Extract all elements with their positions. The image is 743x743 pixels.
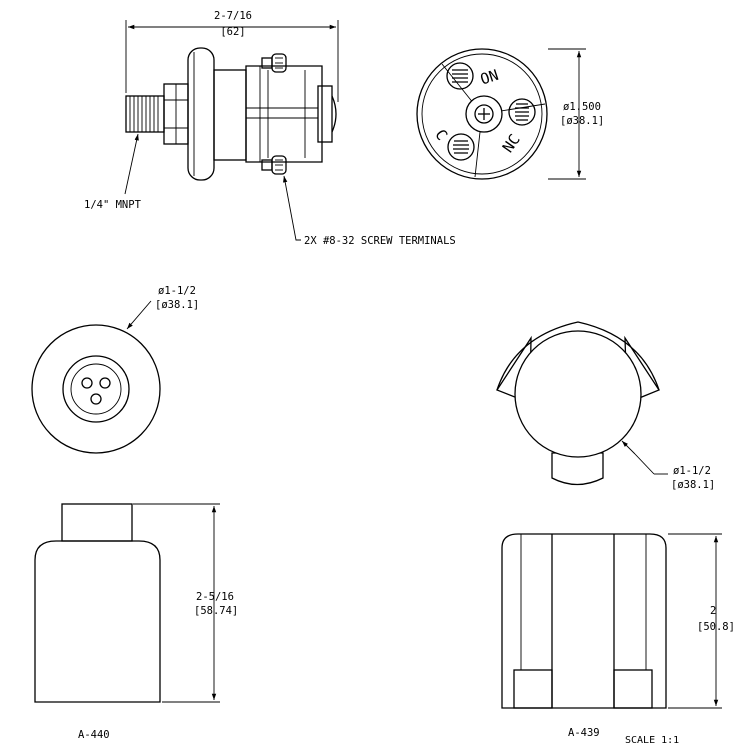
a440-top-view: ø1-1/2 [ø38.1] [31, 285, 199, 454]
screw-terminal-bottom [261, 155, 287, 175]
a440-height-mm: [58.74] [194, 605, 238, 617]
a439-top-view: ø1-1/2 [ø38.1] [496, 321, 715, 491]
a439-diameter-mm: [ø38.1] [671, 479, 715, 491]
switch-flange [187, 47, 215, 181]
terminal-screw-icon [508, 98, 536, 126]
a439-side-view: 2 [50.8] A-439 [501, 533, 735, 739]
a440-hole [99, 377, 111, 389]
end-view-diameter-inches: ø1.500 [563, 101, 601, 113]
a440-hole [81, 377, 93, 389]
thread-callout-label: 1/4" MNPT [84, 199, 142, 211]
switch-body [213, 65, 337, 163]
a439-part-number: A-439 [568, 727, 600, 739]
a440-side-view: 2-5/16 [58.74] A-440 [34, 503, 238, 741]
terminals-callout: 2X #8-32 SCREW TERMINALS [282, 175, 456, 247]
terminals-callout-label: 2X #8-32 SCREW TERMINALS [304, 235, 456, 247]
scale-label: SCALE 1:1 [625, 735, 679, 743]
thread-callout: 1/4" MNPT [84, 133, 142, 211]
a439-height-mm: [50.8] [697, 621, 735, 633]
a440-diameter-mm: [ø38.1] [155, 299, 199, 311]
threaded-fitting [125, 83, 189, 145]
terminal-label-c: C [431, 126, 451, 144]
length-dimension-mm: [62] [220, 26, 245, 38]
switch-end-view: ON C NC ø1.500 [ø38.1] [416, 48, 604, 180]
switch-side-view: 2-7/16 [62] 1/4" MNPT 2X #8-32 SCREW TER… [84, 10, 456, 247]
a440-height-inches: 2-5/16 [196, 591, 234, 603]
terminal-label-nc: NC [499, 131, 524, 156]
center-screw-icon [474, 104, 494, 124]
end-view-diameter-mm: [ø38.1] [560, 115, 604, 127]
terminal-screw-icon [446, 62, 474, 90]
a439-diameter-inches: ø1-1/2 [673, 465, 711, 477]
end-view-diameter-dimension: ø1.500 [ø38.1] [548, 48, 604, 180]
screw-terminal-top [261, 53, 287, 73]
a440-part-number: A-440 [78, 729, 110, 741]
length-dimension-inches: 2-7/16 [214, 10, 252, 22]
terminal-screw-icon [447, 133, 475, 161]
a440-hole [90, 393, 102, 405]
a440-diameter-inches: ø1-1/2 [158, 285, 196, 297]
length-dimension: 2-7/16 [62] [125, 10, 339, 102]
terminal-label-on: ON [478, 66, 501, 89]
a439-height-inches: 2 [710, 605, 716, 617]
